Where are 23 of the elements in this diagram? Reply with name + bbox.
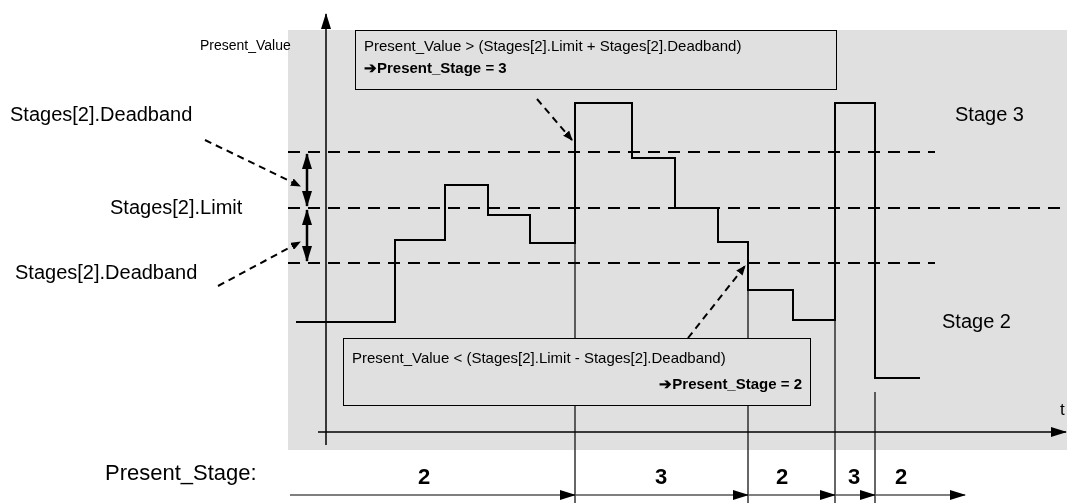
stage-label: Stage 2 — [942, 310, 1011, 333]
leader-line — [204, 139, 301, 187]
parameter-label: Stages[2].Deadband — [15, 261, 198, 284]
stage-label: Stage 3 — [955, 103, 1024, 126]
leader-line — [536, 98, 573, 141]
leader-line — [217, 241, 301, 287]
stage-value: 3 — [655, 464, 668, 490]
result-text: ➔Present_Stage = 3 — [364, 58, 508, 78]
condition-box — [355, 30, 837, 90]
stage-value: 2 — [776, 464, 789, 490]
result-text: ➔Present_Stage = 2 — [658, 374, 802, 394]
condition-text: Present_Value < (Stages[2].Limit - Stages[2].Deadband) — [352, 348, 727, 368]
axis-label: Present_Value — [200, 37, 291, 53]
row-label: Present_Stage: — [105, 460, 257, 486]
stage-value: 2 — [418, 464, 431, 490]
condition-box — [343, 338, 811, 406]
leader-line — [687, 265, 746, 339]
parameter-label: Stages[2].Limit — [110, 196, 243, 219]
axis-label: t — [1060, 400, 1065, 420]
stage-value: 2 — [895, 464, 908, 490]
parameter-label: Stages[2].Deadband — [10, 103, 193, 126]
condition-text: Present_Value > (Stages[2].Limit + Stages[2].Deadband) — [364, 36, 743, 56]
stage-value: 3 — [848, 464, 861, 490]
